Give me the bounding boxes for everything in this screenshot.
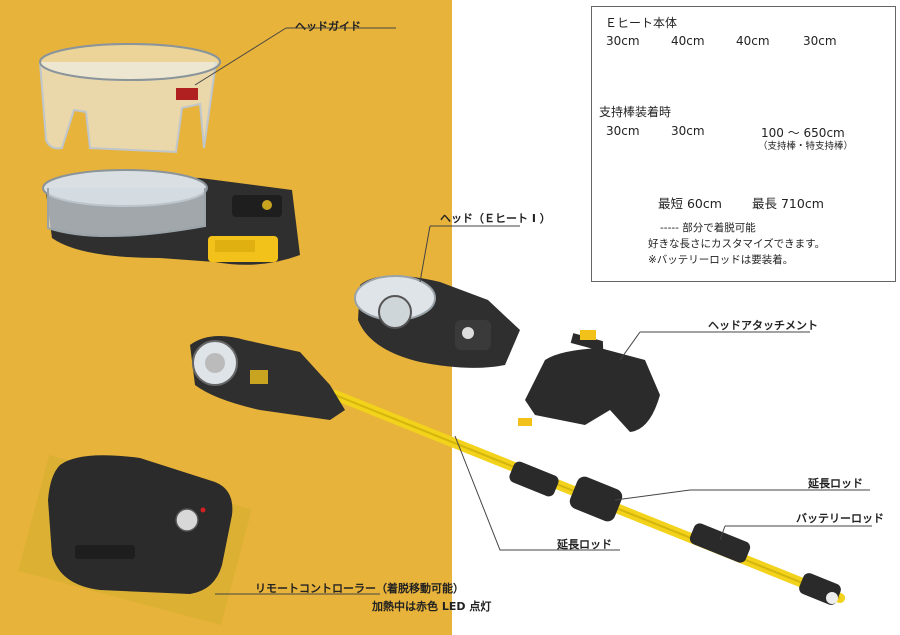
spec-body-dim-4: 30cm xyxy=(802,34,838,48)
label-head-guide: ヘッドガイド xyxy=(295,20,361,33)
spec-note-battery: ※バッテリーロッドは要装着。 xyxy=(648,254,794,266)
remote-controller-image xyxy=(18,454,252,626)
leader-lines xyxy=(194,27,872,595)
spec-support-note: （支持棒・特支持棒） xyxy=(758,141,854,152)
spec-max-length: 最長 710cm xyxy=(752,196,824,211)
label-remote-controller: リモートコントローラー（着脱移動可能） xyxy=(255,582,464,595)
spec-box xyxy=(591,6,896,282)
label-head: ヘッド（Ｅヒート I ） xyxy=(440,212,551,225)
label-extension-rod-center: 延長ロッド xyxy=(557,538,612,551)
spec-note-customize: 好きな長さにカスタマイズできます。 xyxy=(648,238,826,250)
head-device-large-image xyxy=(42,169,300,265)
spec-support-dim-2: 30cm xyxy=(670,124,706,138)
label-remote-led: 加熱中は赤色 LED 点灯 xyxy=(372,600,492,613)
spec-support-dim-3: 100 ～ 650cm xyxy=(760,124,846,141)
pole-assembly-image xyxy=(190,336,845,605)
head-device-medium-image xyxy=(354,275,520,368)
spec-note-detach: ----- 部分で着脱可能 xyxy=(660,222,756,234)
label-extension-rod-right: 延長ロッド xyxy=(808,477,863,490)
spec-body-dim-2: 40cm xyxy=(670,34,706,48)
label-head-attachment: ヘッドアタッチメント xyxy=(708,319,818,332)
spec-body-dim-1: 30cm xyxy=(605,34,641,48)
spec-body-title: Ｅヒート本体 xyxy=(605,16,678,30)
spec-support-title: 支持棒装着時 xyxy=(599,105,672,119)
spec-min-length: 最短 60cm xyxy=(658,196,722,211)
spec-body-dim-3: 40cm xyxy=(735,34,771,48)
label-battery-rod: バッテリーロッド xyxy=(796,512,884,525)
head-guide-image xyxy=(39,43,221,154)
spec-support-dim-1: 30cm xyxy=(605,124,641,138)
head-attachment-image xyxy=(518,330,660,432)
